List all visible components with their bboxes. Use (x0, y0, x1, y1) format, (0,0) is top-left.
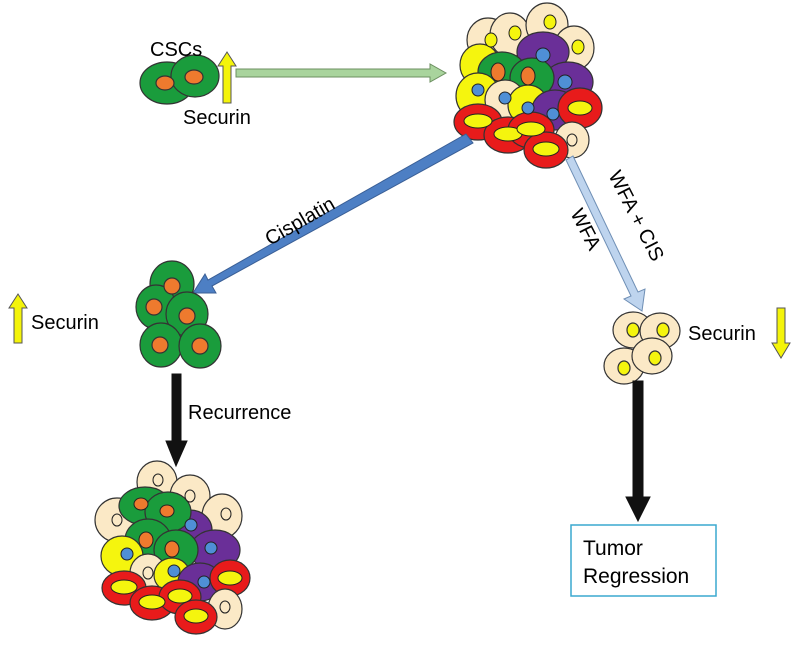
securin-right-label: Securin (688, 323, 756, 345)
cisplatin-arrow (192, 133, 474, 294)
recurrence-label: Recurrence (188, 402, 291, 424)
outcome-line1: Tumor (583, 537, 643, 560)
outcome-line2: Regression (583, 565, 689, 588)
responding-cells-cluster (603, 311, 681, 385)
csc-to-tumor-arrow (235, 63, 448, 83)
wfa-arrow (565, 155, 646, 312)
cscs-label: CSCs (150, 39, 202, 61)
securin-top-label: Securin (183, 107, 251, 129)
tumor-cluster-recurrent-nuclei (110, 473, 243, 624)
recurrence-arrow (165, 373, 188, 468)
tumor-regression-box (570, 524, 717, 597)
securin-up-arrow-top (217, 51, 237, 104)
tumor-cluster-top-nuclei (463, 14, 593, 157)
securin-down-arrow-right (771, 307, 791, 359)
resistant-csc-cluster (135, 260, 222, 369)
csc-cells (139, 54, 220, 105)
securin-up-arrow-left (8, 293, 28, 344)
regression-arrow (625, 380, 651, 523)
securin-left-label: Securin (31, 312, 99, 334)
